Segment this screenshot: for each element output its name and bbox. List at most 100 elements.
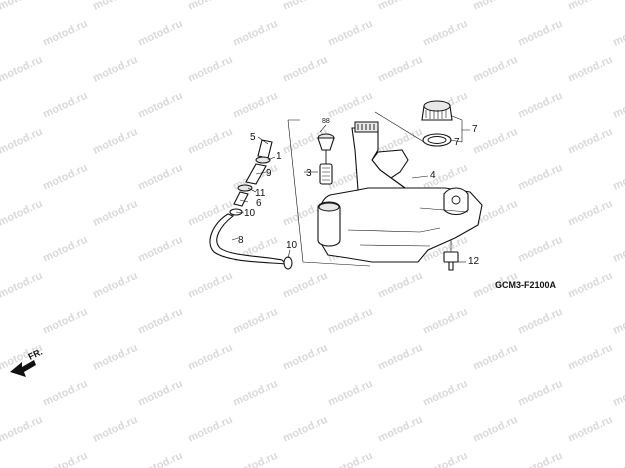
watermark-text: motod.ru [471, 54, 519, 85]
watermark-text: motod.ru [566, 414, 614, 445]
flange-bolt [443, 240, 459, 271]
watermark-text: motod.ru [136, 450, 184, 468]
watermark-text: motod.ru [186, 342, 234, 373]
watermark-text: motod.ru [91, 0, 139, 13]
watermark-text: motod.ru [516, 306, 564, 337]
watermark-text: motod.ru [186, 54, 234, 85]
fuel-cap [374, 100, 453, 147]
watermark-text: motod.ru [566, 198, 614, 229]
watermark-text: motod.ru [611, 18, 625, 49]
watermark-text: motod.ru [326, 18, 374, 49]
watermark-text: motod.ru [611, 378, 625, 409]
watermark-text: motod.ru [186, 414, 234, 445]
callout-4: 4 [430, 170, 436, 181]
callout-7: 7 [454, 137, 460, 148]
callout-8: 8 [238, 235, 244, 246]
watermark-text: motod.ru [41, 306, 89, 337]
watermark-text: motod.ru [91, 270, 139, 301]
callout-10-lower: 10 [286, 240, 298, 251]
watermark-text: motod.ru [136, 162, 184, 193]
callout-12: 12 [468, 256, 480, 267]
watermark-text: motod.ru [566, 0, 614, 13]
watermark-text: motod.ru [136, 18, 184, 49]
callout-1: 1 [276, 151, 282, 162]
callout-numbers: 5 1 9 11 6 10 8 10 3 88 4 7 7 12 [238, 118, 480, 267]
watermark-text: motod.ru [41, 18, 89, 49]
watermark-text: motod.ru [231, 306, 279, 337]
watermark-text: motod.ru [0, 126, 44, 157]
watermark-text: motod.ru [566, 126, 614, 157]
watermark-text: motod.ru [611, 234, 625, 265]
watermark-text: motod.ru [41, 450, 89, 468]
callout-3: 3 [306, 168, 312, 179]
figure-code: GCM3-F2100A [495, 280, 557, 290]
fuel-filter [317, 133, 335, 185]
watermark-text: motod.ru [231, 378, 279, 409]
watermark-text: motod.ru [0, 270, 44, 301]
watermark-text: motod.ru [91, 126, 139, 157]
watermark-text: motod.ru [281, 270, 329, 301]
watermark-text: motod.ru [231, 90, 279, 121]
callout-9: 9 [266, 168, 272, 179]
watermark-text: motod.ru [516, 234, 564, 265]
watermark-text: motod.ru [471, 414, 519, 445]
watermark-text: motod.ru [421, 378, 469, 409]
watermark-text: motod.ru [376, 54, 424, 85]
watermark-text: motod.ru [326, 450, 374, 468]
watermark-text: motod.ru [516, 90, 564, 121]
watermark-text: motod.ru [611, 162, 625, 193]
watermark-text: motod.ru [281, 414, 329, 445]
watermark-text: motod.ru [566, 342, 614, 373]
watermark-text: motod.ru [231, 18, 279, 49]
callout-10-upper: 10 [244, 208, 256, 219]
watermark-text: motod.ru [136, 306, 184, 337]
callout-11: 11 [255, 188, 266, 199]
watermark-text: motod.ru [421, 306, 469, 337]
watermark-text: motod.ru [516, 18, 564, 49]
watermark-text: motod.ru [376, 0, 424, 13]
watermark-text: motod.ru [611, 306, 625, 337]
watermark-text: motod.ru [516, 378, 564, 409]
watermark-text: motod.ru [326, 378, 374, 409]
watermark-text: motod.ru [611, 450, 625, 468]
watermark-text: motod.ru [471, 0, 519, 13]
watermark-text: motod.ru [41, 378, 89, 409]
watermark-text: motod.ru [516, 450, 564, 468]
watermark-text: motod.ru [281, 0, 329, 13]
watermark-text: motod.ru [136, 90, 184, 121]
watermark-text: motod.ru [471, 126, 519, 157]
watermark-text: motod.ru [0, 414, 44, 445]
watermark-text: motod.ru [421, 450, 469, 468]
watermark-text: motod.ru [91, 414, 139, 445]
leader-lines [231, 115, 470, 263]
watermark-text: motod.ru [471, 342, 519, 373]
watermark-text: motod.ru [41, 90, 89, 121]
watermark-text: motod.ru [186, 126, 234, 157]
watermark-text: motod.ru [376, 342, 424, 373]
watermark-text: motod.ru [0, 198, 44, 229]
watermark-text: motod.ru [516, 162, 564, 193]
watermark-text: motod.ru [91, 342, 139, 373]
watermark-text: motod.ru [41, 162, 89, 193]
watermark-text: motod.ru [0, 0, 44, 13]
watermark-text: motod.ru [186, 198, 234, 229]
watermark-text: motod.ru [91, 198, 139, 229]
callout-5: 6 [256, 198, 262, 209]
callout-88: 88 [322, 118, 330, 125]
callout-2: 5 [250, 132, 256, 143]
watermark-text: motod.ru [136, 378, 184, 409]
callout-6: 7 [472, 124, 478, 135]
watermark-text: motod.ru [326, 90, 374, 121]
fuel-tank [287, 119, 483, 267]
arrow-left-icon [10, 360, 36, 377]
watermark-text: motod.ru [186, 270, 234, 301]
watermark-text: motod.ru [421, 18, 469, 49]
watermark-text: motod.ru [566, 270, 614, 301]
watermark-text: motod.ru [281, 342, 329, 373]
watermark-text: motod.ru [376, 270, 424, 301]
watermark-text: motod.ru [566, 54, 614, 85]
fuel-tube [209, 213, 293, 270]
